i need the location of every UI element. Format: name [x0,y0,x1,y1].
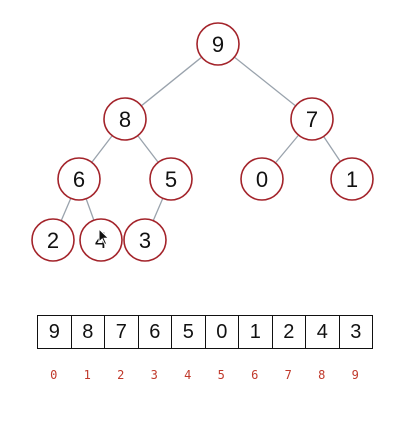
tree-node-label: 9 [212,32,224,57]
array-index: 8 [318,368,326,382]
array-index: 3 [150,368,158,382]
tree-node-circle [196,22,240,66]
tree-edge [91,135,113,163]
tree-node: 6 [57,157,101,201]
tree-edge [85,198,95,221]
heap-array: 9 8 7 6 5 0 1 2 4 3 [37,315,373,349]
tree-node-label: 0 [256,167,268,192]
array-index: 2 [117,368,125,382]
tree-edge [274,134,300,164]
tree-node: 5 [149,157,193,201]
tree-edge [152,198,164,221]
array-index: 7 [284,368,292,382]
array-index: 9 [351,368,359,382]
tree-node: 8 [103,97,147,141]
tree-node: 7 [290,97,334,141]
array-index: 6 [251,368,259,382]
tree-node-label: 5 [165,167,177,192]
array-cell: 7 [105,315,139,349]
tree-node-circle [330,157,374,201]
tree-node-circle [240,157,284,201]
tree-node-label: 2 [47,228,59,253]
tree-node: 9 [196,22,240,66]
tree-edge [137,135,159,163]
tree-node-label: 3 [139,228,151,253]
tree-edges [60,56,341,221]
array-index: 5 [217,368,225,382]
array-cell: 4 [306,315,340,349]
tree-node-circle [31,218,75,262]
array-cell: 2 [272,315,306,349]
tree-node: 0 [240,157,284,201]
tree-node: 2 [31,218,75,262]
array-index: 1 [83,368,91,382]
tree-node-label: 6 [73,167,85,192]
array-cell: 9 [38,315,72,349]
array-cell: 5 [172,315,206,349]
tree-node-circle [103,97,147,141]
tree-node-label: 8 [119,107,131,132]
tree-edge [60,198,72,221]
tree-node: 1 [330,157,374,201]
array-cell: 6 [138,315,172,349]
tree-node-label: 7 [306,107,318,132]
tree-node-circle [290,97,334,141]
tree-node-circle [57,157,101,201]
array-index: 0 [50,368,58,382]
array-cell: 0 [205,315,239,349]
array-cell: 3 [339,315,373,349]
tree-node-circle [149,157,193,201]
tree-node-circle [123,218,167,262]
array-cell: 1 [239,315,273,349]
tree-edge [323,136,341,162]
tree-edge [234,56,296,107]
tree-node: 3 [123,218,167,262]
tree-node-label: 1 [346,167,358,192]
array-index: 4 [184,368,192,382]
array-indices: 0 1 2 3 4 5 6 7 8 9 [37,368,372,382]
mouse-cursor-icon [98,228,110,246]
tree-edge [140,56,203,107]
array-cell: 8 [71,315,105,349]
